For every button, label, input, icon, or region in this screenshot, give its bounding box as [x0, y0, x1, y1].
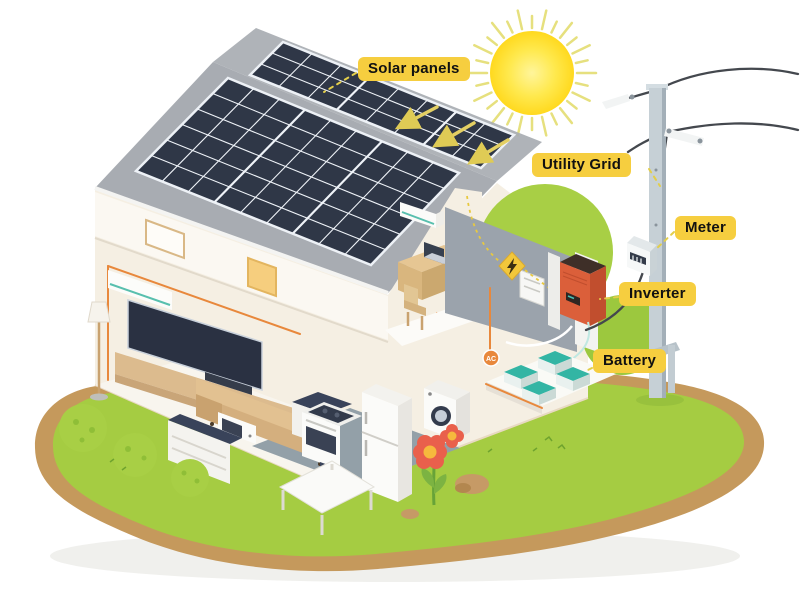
leader-battery	[583, 367, 593, 373]
battery-unit	[556, 367, 590, 391]
dining-table	[278, 460, 376, 535]
rocks	[401, 474, 489, 519]
leader-meter	[654, 231, 675, 251]
soundbar	[205, 372, 252, 395]
sunlight-arrows	[394, 105, 510, 165]
sun-icon	[466, 9, 598, 137]
label-meter: Meter	[675, 216, 737, 240]
utility-pole	[584, 67, 800, 406]
office-chair	[404, 284, 426, 330]
refrigerator	[361, 384, 412, 502]
window	[145, 218, 185, 260]
battery-bank	[485, 287, 616, 414]
inverter-cable	[505, 325, 573, 347]
window	[247, 256, 277, 298]
battery-unit	[538, 351, 572, 375]
garden-bush	[113, 433, 157, 477]
leader-solar-panels	[323, 72, 357, 93]
label-solar-panels: Solar panels	[358, 57, 470, 81]
label-leader-lines	[323, 72, 675, 373]
inverter-unit	[548, 252, 606, 330]
energy-flow-line	[466, 195, 500, 262]
insulator-arm	[664, 128, 704, 146]
kitchen	[168, 380, 470, 535]
stove-oven	[302, 402, 362, 470]
living-room	[87, 270, 332, 466]
garden-bush	[59, 404, 107, 452]
insulator-arm	[602, 94, 630, 109]
microwave	[218, 412, 256, 444]
garden-bush	[171, 459, 209, 497]
garden	[59, 404, 566, 519]
label-inverter: Inverter	[619, 282, 696, 306]
meter-display	[630, 252, 646, 265]
battery-unit	[504, 365, 538, 389]
svg-text:AC: AC	[486, 356, 496, 363]
washing-machine	[424, 380, 470, 440]
solar-panel-array-left	[133, 76, 462, 267]
grass-tufts	[109, 435, 566, 471]
air-conditioner-upper	[400, 202, 444, 228]
house: AC	[87, 28, 662, 535]
flower	[413, 424, 464, 506]
battery-unit	[522, 381, 556, 405]
warning-sign	[498, 251, 526, 281]
label-utility-grid: Utility Grid	[532, 153, 632, 177]
leader-inverter	[599, 296, 619, 300]
label-battery: Battery	[593, 349, 667, 373]
ac-badge: AC	[482, 349, 500, 367]
floor-lamp	[87, 301, 111, 401]
inverter-display	[566, 292, 580, 306]
kitchen-cabinet	[168, 414, 242, 484]
electric-meter	[627, 236, 657, 276]
leader-utility-grid	[648, 168, 661, 187]
tv	[127, 298, 263, 392]
house-wiring	[107, 265, 301, 335]
